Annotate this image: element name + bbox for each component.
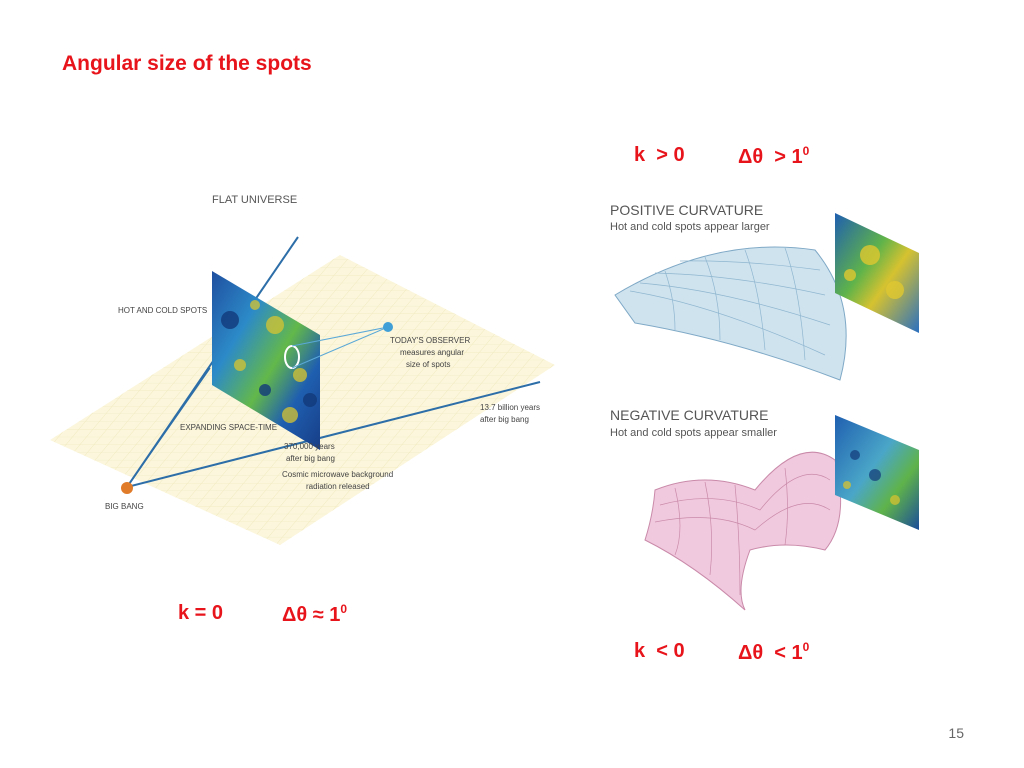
cmb-sheet bbox=[212, 271, 320, 450]
svg-text:measures angular: measures angular bbox=[400, 348, 464, 357]
svg-text:after big bang: after big bang bbox=[286, 454, 335, 463]
saddle-surface bbox=[644, 451, 842, 611]
svg-text:EXPANDING SPACE-TIME: EXPANDING SPACE-TIME bbox=[180, 423, 277, 432]
positive-k-label: k > 0 bbox=[634, 144, 685, 166]
negative-curvature-diagram: NEGATIVE CURVATURE Hot and cold spots ap… bbox=[610, 407, 919, 611]
positive-dtheta-label: Δθ > 10 bbox=[738, 144, 810, 168]
svg-text:Cosmic microwave background: Cosmic microwave background bbox=[282, 470, 393, 479]
positive-sheet bbox=[614, 246, 847, 381]
svg-text:BIG BANG: BIG BANG bbox=[105, 502, 144, 511]
flat-k-label: k = 0 bbox=[178, 602, 224, 624]
observer-dot bbox=[383, 322, 393, 332]
svg-text:after big bang: after big bang bbox=[480, 415, 529, 424]
big-bang-dot bbox=[121, 482, 133, 494]
positive-curvature-diagram: POSITIVE CURVATURE Hot and cold spots ap… bbox=[610, 202, 919, 381]
svg-text:Hot and cold spots appear smal: Hot and cold spots appear smaller bbox=[610, 427, 777, 439]
svg-text:radiation released: radiation released bbox=[306, 482, 370, 491]
svg-text:HOT AND COLD SPOTS: HOT AND COLD SPOTS bbox=[118, 306, 207, 315]
flat-universe-diagram: FLAT UNIVERSE HOT AND COLD SPOTS TODAY'S… bbox=[50, 194, 555, 545]
svg-text:13.7 billion years: 13.7 billion years bbox=[480, 403, 540, 412]
horizon-axis bbox=[126, 381, 541, 488]
flat-title: FLAT UNIVERSE bbox=[212, 194, 297, 206]
svg-text:TODAY'S OBSERVER: TODAY'S OBSERVER bbox=[390, 336, 470, 345]
svg-text:Hot and cold spots appear larg: Hot and cold spots appear larger bbox=[610, 221, 770, 233]
svg-text:size of spots: size of spots bbox=[406, 360, 450, 369]
slide-title: Angular size of the spots bbox=[62, 52, 312, 75]
svg-text:NEGATIVE CURVATURE: NEGATIVE CURVATURE bbox=[610, 407, 768, 423]
positive-cmb-map bbox=[835, 213, 919, 333]
negative-k-label: k < 0 bbox=[634, 640, 685, 662]
svg-text:POSITIVE CURVATURE: POSITIVE CURVATURE bbox=[610, 202, 763, 218]
flat-dtheta-label: Δθ ≈ 10 bbox=[282, 602, 348, 626]
negative-dtheta-label: Δθ < 10 bbox=[738, 640, 810, 664]
svg-text:370,000 years: 370,000 years bbox=[284, 442, 335, 451]
page-number: 15 bbox=[948, 725, 964, 741]
